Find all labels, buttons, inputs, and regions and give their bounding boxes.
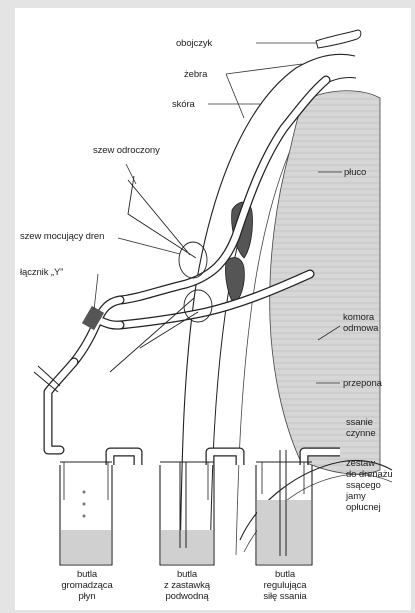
fixing-suture-thread xyxy=(110,298,198,372)
label-butla-regulujaca: butla regulująca siłę ssania xyxy=(244,569,326,602)
label-butla-gromadzaca: butla gromadząca płyn xyxy=(46,569,128,602)
clavicle xyxy=(316,30,361,48)
label-lacznik: łącznik „Y” xyxy=(20,267,63,278)
label-butla-zastawka: butla z zastawką podwodną xyxy=(146,569,228,602)
label-pluco: płuco xyxy=(344,167,366,178)
label-zestaw: zestaw do drenażu ssącego jamy opłucnej xyxy=(346,458,393,513)
label-szew-odroczony: szew odroczony xyxy=(93,145,160,156)
label-ssanie: ssanie czynne xyxy=(346,417,376,439)
bottle-collection xyxy=(60,462,112,565)
label-skora: skóra xyxy=(172,99,195,110)
label-przepona: przepona xyxy=(343,378,382,389)
label-komora: komora odmowa xyxy=(343,312,378,334)
bottle-suction-control xyxy=(256,450,312,565)
bottle-water-seal xyxy=(160,462,214,565)
delayed-suture-thread xyxy=(128,176,196,258)
label-zebra: żebra xyxy=(184,69,207,80)
label-szew-mocujacy: szew mocujący dren xyxy=(20,231,104,242)
label-obojczyk: obojczyk xyxy=(176,38,212,49)
